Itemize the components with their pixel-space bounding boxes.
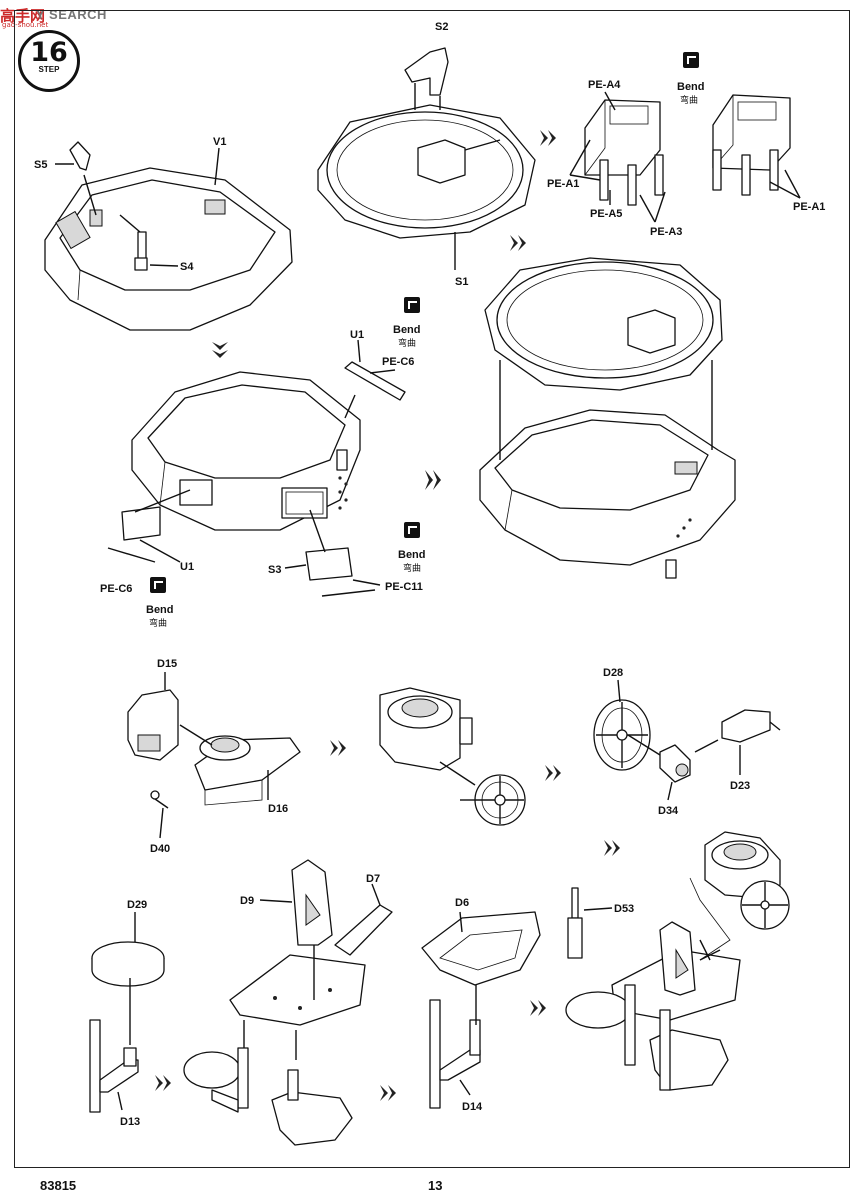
label-pe-c11: PE-C11 (385, 581, 423, 593)
label-d14: D14 (462, 1101, 483, 1113)
bend-label-cn: 弯曲 (149, 617, 167, 628)
basket-hatch-drawing (107, 339, 406, 597)
bend-label: Bend (398, 549, 426, 561)
label-pe-a3: PE-A3 (650, 226, 682, 238)
label-d53: D53 (614, 903, 634, 915)
step-label: STEP (38, 65, 60, 74)
label-u1-bottom: U1 (180, 561, 194, 573)
step-badge: 16 STEP (18, 30, 80, 92)
label-d34: D34 (658, 805, 679, 817)
label-pe-c6-top: PE-C6 (382, 356, 414, 368)
label-s2: S2 (435, 21, 448, 33)
label-pe-a1: PE-A1 (547, 178, 579, 190)
pe-frame-drawing (569, 91, 801, 223)
bend-callout-bottom: Bend 弯曲 (146, 577, 174, 628)
bend-icon (150, 577, 166, 593)
seat-bracket-drawing (183, 859, 393, 1146)
label-pe-a1-right: PE-A1 (793, 201, 825, 213)
label-d7: D7 (366, 873, 380, 885)
bend-label-cn: 弯曲 (403, 562, 421, 573)
label-d16: D16 (268, 803, 288, 815)
bend-label: Bend (146, 604, 174, 616)
watermark-logo: 高手网 (0, 7, 46, 25)
handwheel-d28-drawing (593, 679, 781, 801)
bend-icon (404, 297, 420, 313)
sight-d16-drawing (127, 672, 301, 839)
label-s3: S3 (268, 564, 281, 576)
label-d13: D13 (120, 1116, 140, 1128)
step-number: 16 (30, 37, 68, 68)
label-v1: V1 (213, 136, 226, 148)
label-d6: D6 (455, 897, 469, 909)
bend-label: Bend (393, 324, 421, 336)
kit-number: 83815 (40, 1178, 77, 1193)
combined-assembly-drawing (479, 257, 736, 579)
seat-d29-drawing (89, 912, 165, 1113)
label-s4: S4 (180, 261, 194, 273)
bend-icon (404, 522, 420, 538)
page-number: 13 (428, 1178, 443, 1193)
basket-v1-drawing (44, 141, 293, 331)
bend-callout-s3: Bend 弯曲 (398, 522, 426, 573)
label-pe-a5: PE-A5 (590, 208, 622, 220)
label-d23: D23 (730, 780, 750, 792)
label-d29: D29 (127, 899, 147, 911)
bend-callout-top: Bend 弯曲 (677, 52, 705, 105)
page-frame (14, 10, 850, 1168)
label-pe-c6-bottom: PE-C6 (100, 583, 132, 595)
label-d15: D15 (157, 658, 177, 670)
label-u1-top: U1 (350, 329, 364, 341)
bend-label-cn: 弯曲 (398, 337, 416, 348)
label-d40: D40 (150, 843, 170, 855)
plate-s1-drawing (317, 47, 536, 270)
bend-label: Bend (677, 81, 705, 93)
bend-callout-mid: Bend 弯曲 (393, 297, 421, 348)
final-seat-assembly-drawing (565, 831, 790, 1091)
watermark-url: gao-shou.net (2, 21, 49, 29)
bend-icon (683, 52, 699, 68)
label-d28: D28 (603, 667, 623, 679)
label-pe-a4: PE-A4 (588, 79, 621, 91)
bend-label-cn: 弯曲 (680, 94, 698, 105)
label-s5: S5 (34, 159, 47, 171)
sight-handwheel-drawing (379, 687, 526, 826)
label-d9: D9 (240, 895, 254, 907)
seat-d6-drawing (421, 911, 541, 1109)
assembly-arrows (155, 130, 620, 1101)
label-s1: S1 (455, 276, 468, 288)
